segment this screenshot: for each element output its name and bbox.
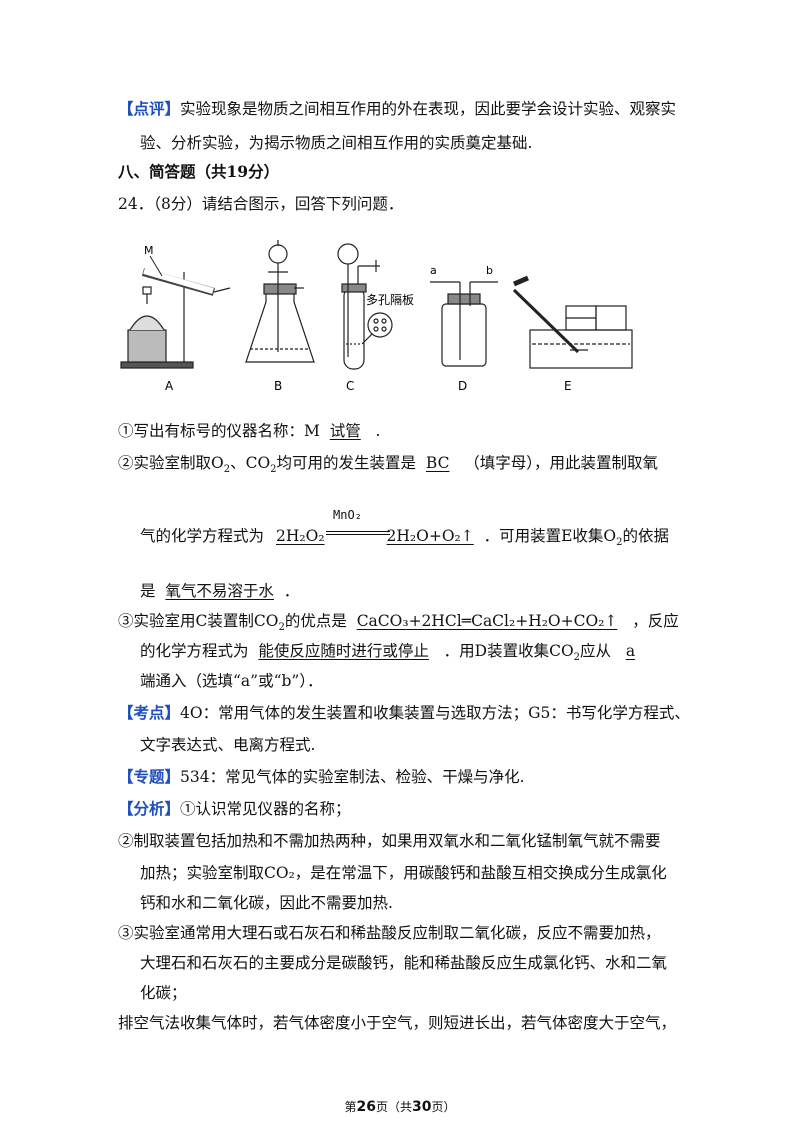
- review-tag: 【点评】: [118, 99, 181, 118]
- label-m: M: [144, 244, 154, 257]
- q24-part3c: 端通入（选填“a”或“b”）．: [140, 672, 323, 690]
- apparatus-e: [512, 275, 633, 369]
- apparatus-a: [120, 268, 231, 369]
- fenxi-line-3b: 大理石和石灰石的主要成分是碳酸钙，能和稀盐酸反应生成氯化钙、水和二氧: [140, 954, 668, 972]
- q24-part3b: 的化学方程式为 能使反应随时进行或停止 ．用D装置收集CO2应从 a: [140, 642, 636, 664]
- fenxi-line-2b: 加热；实验室制取CO₂，是在常温下，用碳酸钙和盐酸互相交换成分生成氯化: [140, 864, 667, 882]
- kaodian-line-2: 文字表达式、电离方程式.: [140, 736, 316, 754]
- answer-bc: BC: [425, 454, 450, 472]
- fenxi-line-4: 排空气法收集气体时，若气体密度小于空气，则短进长出，若气体密度大于空气，: [118, 1014, 677, 1032]
- eq-right: 2H₂O+O₂↑: [386, 527, 474, 545]
- page-total: 30: [412, 1099, 432, 1115]
- answer-advantage: 能使反应随时进行或停止: [258, 642, 429, 660]
- apparatus-figure: M A B 多孔隔板 C a b D: [120, 240, 633, 393]
- fenxi-line-1: 【分析】①认识常见仪器的名称；: [118, 799, 351, 818]
- catalyst-label: MnO₂: [333, 508, 362, 522]
- caption-d: D: [458, 379, 467, 393]
- answer-equation: CaCO₃+2HCl═CaCl₂+H₂O+CO₂↑: [356, 612, 618, 630]
- fenxi-line-3a: ③实验室通常用大理石或石灰石和稀盐酸反应制取二氧化碳，反应不需要加热，: [118, 924, 661, 942]
- equation-bar: [326, 531, 390, 535]
- q24-part1: ①写出有标号的仪器名称：M 试管 .: [118, 422, 381, 440]
- question-24-stem: 24．（8分）请结合图示，回答下列问题．: [118, 195, 404, 213]
- apparatus-d: [430, 281, 498, 367]
- answer-reason: 氧气不易溶于水: [165, 582, 274, 600]
- review-line-1: 【点评】实验现象是物质之间相互作用的外在表现，因此要学会设计实验、观察实: [118, 99, 677, 118]
- page-footer: 第26页（共30页）: [344, 1099, 456, 1115]
- fenxi-line-2c: 钙和水和二氧化碳，因此不需要加热.: [140, 894, 393, 912]
- review-line-2: 验、分析实验，为揭示物质之间相互作用的实质奠定基础.: [140, 134, 533, 152]
- zhuanti-line: 【专题】534：常见气体的实验室制法、检验、干燥与净化.: [118, 767, 525, 786]
- apparatus-c: [337, 243, 393, 370]
- q24-part2: ②实验室制取O2、CO2均可用的发生装置是 BC （填字母），用此装置制取氧: [118, 454, 659, 476]
- answer-port: a: [625, 642, 636, 660]
- apparatus-b: [245, 240, 315, 363]
- page-number: 26: [356, 1099, 376, 1115]
- label-porous-plate: 多孔隔板: [366, 293, 414, 307]
- label-a: a: [430, 264, 437, 277]
- caption-e: E: [564, 379, 572, 393]
- fenxi-line-2a: ②制取装置包括加热和不需加热两种，如果用双氧水和二氧化锰制氧气就不需要: [118, 832, 661, 850]
- eq-left: 2H₂O₂: [276, 527, 325, 545]
- caption-b: B: [274, 379, 282, 393]
- fenxi-line-3c: 化碳；: [140, 984, 187, 1002]
- label-b: b: [486, 264, 493, 277]
- kaodian-line-1: 【考点】4O：常用气体的发生装置和收集装置与选取方法；G5：书写化学方程式、: [118, 703, 690, 722]
- section-title: 八、简答题（共19分）: [118, 162, 280, 181]
- caption-c: C: [346, 379, 354, 393]
- caption-a: A: [165, 379, 174, 393]
- q24-part3: ③实验室用C装置制CO2的优点是 CaCO₃+2HCl═CaCl₂+H₂O+CO…: [118, 612, 679, 634]
- q24-part2c: 是 氧气不易溶于水 ．: [140, 582, 300, 600]
- answer-m: 试管: [329, 422, 361, 440]
